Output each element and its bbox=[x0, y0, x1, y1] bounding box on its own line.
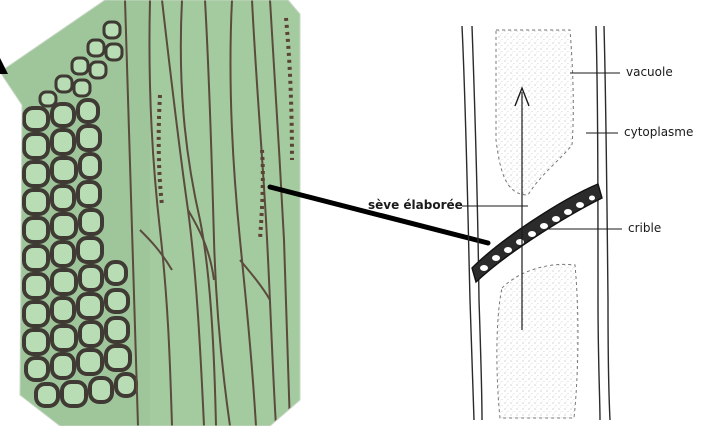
micrograph bbox=[0, 0, 310, 426]
label-seve-elaboree: sève élaborée bbox=[368, 199, 463, 211]
label-vacuole: vacuole bbox=[626, 66, 673, 78]
label-crible: crible bbox=[628, 222, 661, 234]
sieve-tube-schematic bbox=[462, 26, 622, 420]
upper-vacuole bbox=[496, 30, 573, 195]
connector-line bbox=[270, 187, 488, 243]
sieve-plate bbox=[472, 184, 602, 282]
lower-vacuole bbox=[497, 264, 578, 418]
label-cytoplasme: cytoplasme bbox=[624, 126, 693, 138]
